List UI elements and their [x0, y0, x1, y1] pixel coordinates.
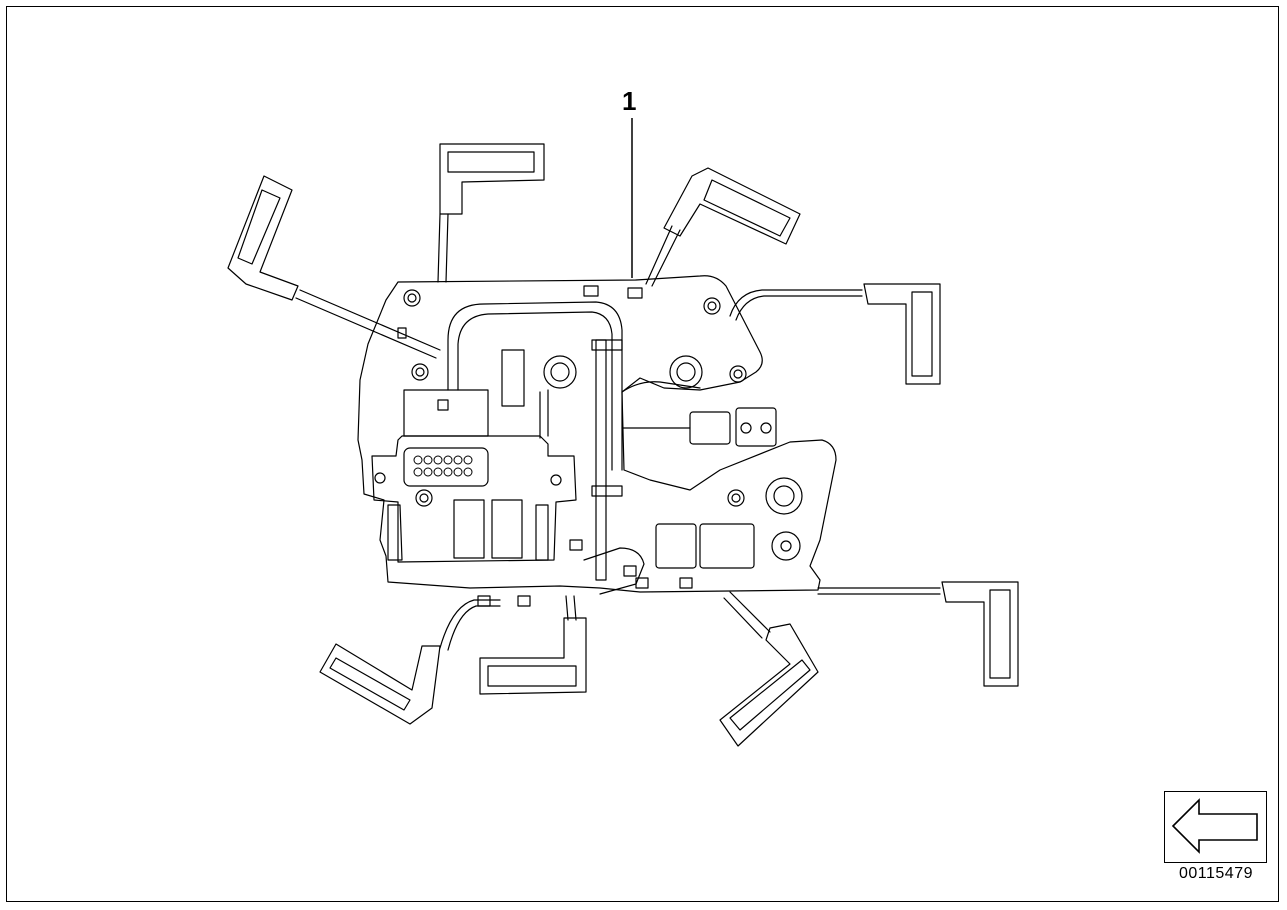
plug-connector-bottom [479, 617, 587, 695]
diagram-frame [6, 6, 1279, 902]
back-nav-button[interactable] [1164, 791, 1267, 863]
plug-connector-bottom-right [719, 623, 819, 747]
plug-connector-lower-right [941, 581, 1019, 687]
plug-connector-top-right [663, 167, 801, 245]
back-arrow-icon [1171, 798, 1258, 854]
document-id: 00115479 [1179, 865, 1253, 882]
callout-label: 1 [622, 86, 637, 116]
plug-connector-top [439, 143, 545, 215]
plug-connector-right [863, 283, 941, 385]
carrier-plate [357, 275, 837, 593]
plug-connector-bottom-left [319, 643, 441, 725]
plug-connector-top-left [227, 175, 299, 301]
